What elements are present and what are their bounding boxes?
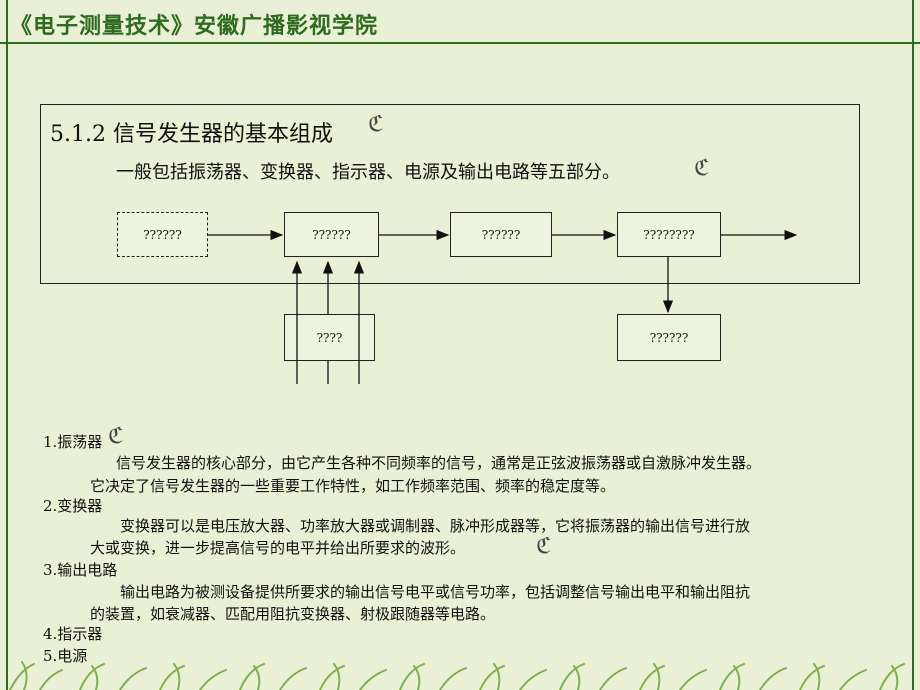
diagram-box-3: ?????? (450, 212, 552, 257)
section-title: 5.1.2 信号发生器的基本组成 (50, 122, 333, 147)
sound-icon[interactable]: ℭ (108, 424, 124, 449)
item2-title: 2.变换器 (43, 497, 103, 515)
sound-icon[interactable]: ℭ (536, 534, 552, 559)
item1-line1: 信号发生器的核心部分，由它产生各种不同频率的信号，通常是正弦波振荡器或自激脉冲发… (116, 454, 762, 472)
left-border-line (6, 0, 8, 690)
sound-icon[interactable]: ℭ (368, 112, 384, 137)
header-divider (0, 42, 920, 44)
diagram-box-5: ???? (284, 314, 375, 361)
item3-line2: 的装置，如衰减器、匹配用阻抗变换器、射极跟随器等电路。 (90, 605, 496, 623)
diagram-box-4: ???????? (617, 212, 721, 257)
section-subtitle: 一般包括振荡器、变换器、指示器、电源及输出电路等五部分。 (116, 162, 620, 183)
item3-line1: 输出电路为被测设备提供所要求的输出信号电平或信号功率，包括调整信号输出电平和输出… (120, 583, 751, 601)
diagram-box-1: ?????? (117, 212, 208, 257)
item3-title: 3.输出电路 (43, 561, 118, 579)
item1-title: 1.振荡器 (43, 433, 103, 451)
sound-icon[interactable]: ℭ (694, 156, 710, 181)
item2-line2: 大或变换，进一步提高信号的电平并给出所要求的波形。 (90, 539, 466, 557)
item2-line1: 变换器可以是电压放大器、功率放大器或调制器、脉冲形成器等，它将振荡器的输出信号进… (120, 517, 751, 535)
item4-title: 4.指示器 (43, 625, 103, 643)
page-header-title: 《电子测量技术》安徽广播影视学院 (10, 14, 379, 39)
grass-footer-decoration (9, 661, 905, 690)
diagram-box-2: ?????? (284, 212, 379, 257)
diagram-frame (40, 104, 860, 284)
right-border-line (912, 0, 914, 690)
item1-line2: 它决定了信号发生器的一些重要工作特性，如工作频率范围、频率的稳定度等。 (90, 477, 616, 495)
diagram-box-6: ?????? (617, 314, 721, 361)
item5-title: 5.电源 (43, 647, 88, 665)
